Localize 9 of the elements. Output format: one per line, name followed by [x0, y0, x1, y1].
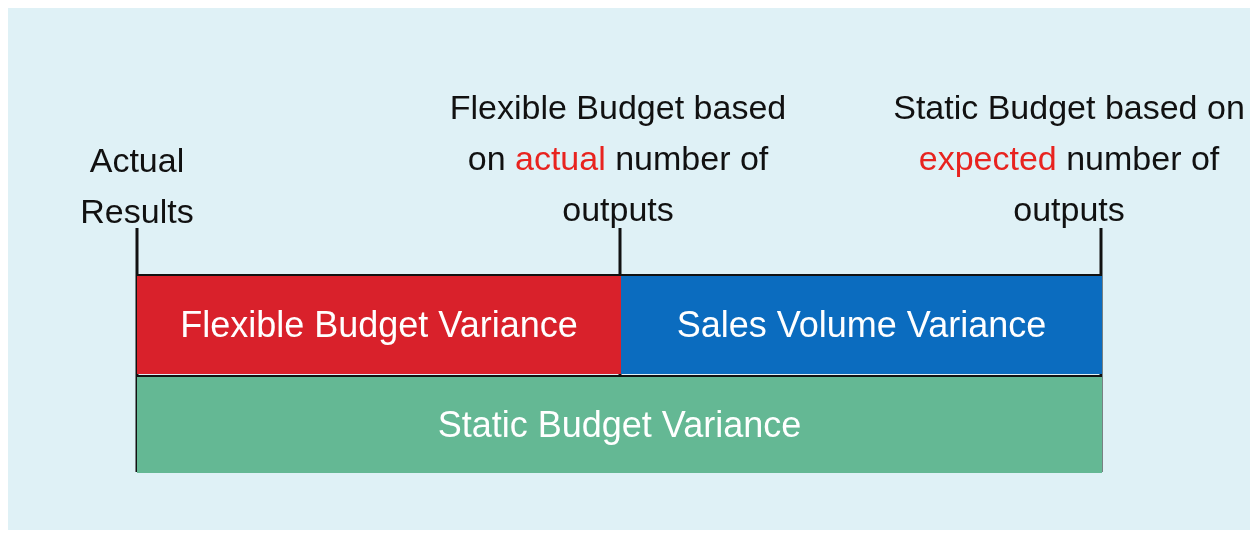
bar-label: Static Budget Variance: [437, 404, 802, 446]
bar-label: Flexible Budget Variance: [180, 304, 578, 346]
variance-bar: [137, 375, 1102, 473]
column-heading: Static Budget based on expected number of outputs: [892, 87, 1246, 230]
variance-bar: [621, 274, 1102, 374]
variance-bar: [137, 274, 621, 374]
bar-label: Sales Volume Variance: [676, 304, 1047, 346]
column-heading: Actual Results: [79, 140, 195, 232]
column-heading: Flexible Budget based on actual number of outputs: [448, 87, 788, 230]
